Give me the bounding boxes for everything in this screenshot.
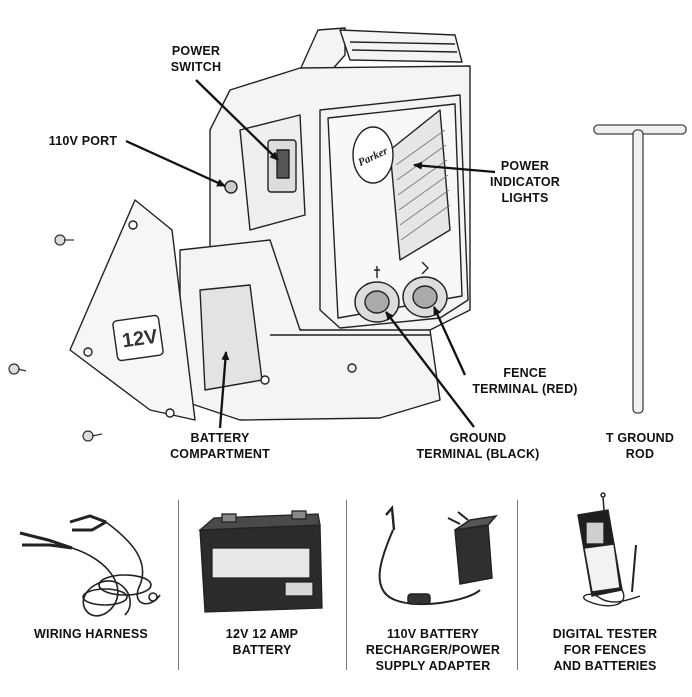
divider <box>178 500 179 670</box>
wiring-harness-illustration <box>19 514 161 617</box>
screw-icon <box>8 363 27 375</box>
port-110v-plug <box>224 180 238 194</box>
carry-handle <box>299 27 346 73</box>
divider <box>517 500 518 670</box>
t-ground-rod <box>593 124 687 414</box>
label-110v-port: 110V PORT <box>48 134 118 148</box>
digital-tester-illustration <box>577 492 641 607</box>
compartment-door <box>69 199 196 421</box>
label-wiring-harness: WIRING HARNESS <box>34 627 148 641</box>
divider <box>346 500 347 670</box>
energizer-device <box>69 27 471 421</box>
callout-arrows <box>125 79 496 429</box>
compartment-marking: 12V <box>121 326 160 353</box>
charger-illustration <box>378 505 498 606</box>
indicator-window <box>389 109 451 261</box>
battery-illustration <box>198 510 323 613</box>
door-screws <box>8 234 103 442</box>
screw-icon <box>54 234 74 246</box>
screw-icon <box>82 430 103 442</box>
